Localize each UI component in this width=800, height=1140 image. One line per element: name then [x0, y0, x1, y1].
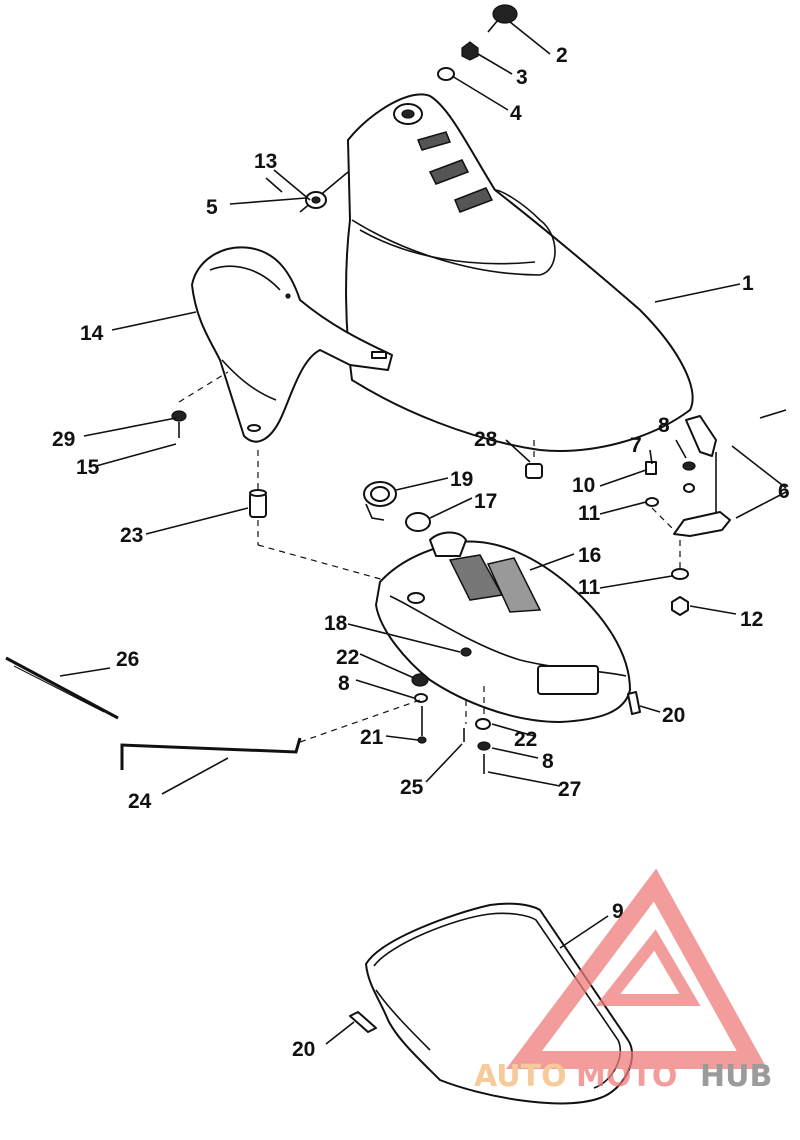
callout-25: 25 [400, 776, 424, 799]
part-4-washer [437, 67, 455, 81]
callout-labels: 1 2 3 4 5 13 14 29 15 23 28 19 17 16 18 … [52, 44, 790, 1061]
watermark-word-moto: MOTO [576, 1059, 677, 1094]
callout-26: 26 [116, 648, 139, 671]
part-3-nut [461, 41, 479, 61]
callout-22b: 22 [514, 728, 537, 751]
callout-4: 4 [510, 102, 522, 125]
part-22-grommet-right [475, 718, 491, 730]
part-5-grommet [305, 191, 327, 209]
callout-6: 6 [778, 480, 790, 503]
part-29-washer [171, 410, 187, 422]
callout-18: 18 [324, 612, 348, 635]
part-17-seal [405, 512, 431, 532]
callout-19: 19 [450, 468, 473, 491]
callout-8c: 8 [658, 414, 670, 437]
part-14-fender-bracket [191, 246, 393, 443]
part-18-clip [460, 647, 472, 657]
callout-16: 16 [578, 544, 601, 567]
callout-20b: 20 [292, 1038, 315, 1061]
callout-8a: 8 [338, 672, 350, 695]
part-7-bolt [645, 461, 657, 475]
part-20-tube-lower [349, 1011, 377, 1033]
part-8-washer-left [414, 693, 428, 703]
leader-lines [59, 21, 787, 1045]
callout-23: 23 [120, 524, 143, 547]
callout-11b: 11 [578, 576, 601, 599]
callout-9: 9 [612, 900, 624, 923]
callout-2: 2 [556, 44, 568, 67]
callout-21: 21 [360, 726, 384, 749]
part-20-tube-upper [627, 691, 641, 715]
part-22-grommet-left [411, 673, 429, 687]
part-26-rod [5, 656, 119, 720]
part-24-rod [120, 737, 302, 770]
callout-28: 28 [474, 428, 498, 451]
callout-7: 7 [630, 434, 642, 457]
watermark-word-auto: AUTO [474, 1059, 567, 1094]
callout-14: 14 [80, 322, 104, 345]
callout-8b: 8 [542, 750, 554, 773]
part-1-seat-hood [299, 93, 694, 452]
callout-13: 13 [254, 150, 277, 173]
watermark-logo: AUTO MOTO HUB [474, 868, 772, 1094]
part-11-washer-lower [671, 568, 689, 580]
callout-27: 27 [558, 778, 581, 801]
callout-15: 15 [76, 456, 100, 479]
part-6-hinge [673, 409, 787, 537]
watermark-word-hub: HUB [700, 1059, 772, 1094]
part-23-spacer [249, 489, 267, 518]
part-11-washer-upper [645, 497, 659, 507]
part-12-nut [671, 596, 689, 616]
callout-29: 29 [52, 428, 75, 451]
callout-20a: 20 [662, 704, 685, 727]
part-13-pin [265, 177, 283, 193]
part-8-washer-hinge [682, 461, 696, 493]
callout-24: 24 [128, 790, 152, 813]
callout-3: 3 [516, 66, 528, 89]
callout-12: 12 [740, 608, 763, 631]
part-28-bumper [525, 463, 543, 479]
part-19-filler-neck [363, 481, 397, 521]
callout-22a: 22 [336, 646, 359, 669]
callout-11a: 11 [578, 502, 601, 525]
part-8-washer-right [477, 741, 491, 751]
callout-1: 1 [742, 272, 754, 295]
part-2-knob [487, 4, 518, 33]
part-16-fuel-tank [375, 531, 631, 723]
callout-5: 5 [206, 196, 218, 219]
callout-10: 10 [572, 474, 595, 497]
callout-17: 17 [474, 490, 497, 513]
part-21-bolt [417, 706, 427, 744]
